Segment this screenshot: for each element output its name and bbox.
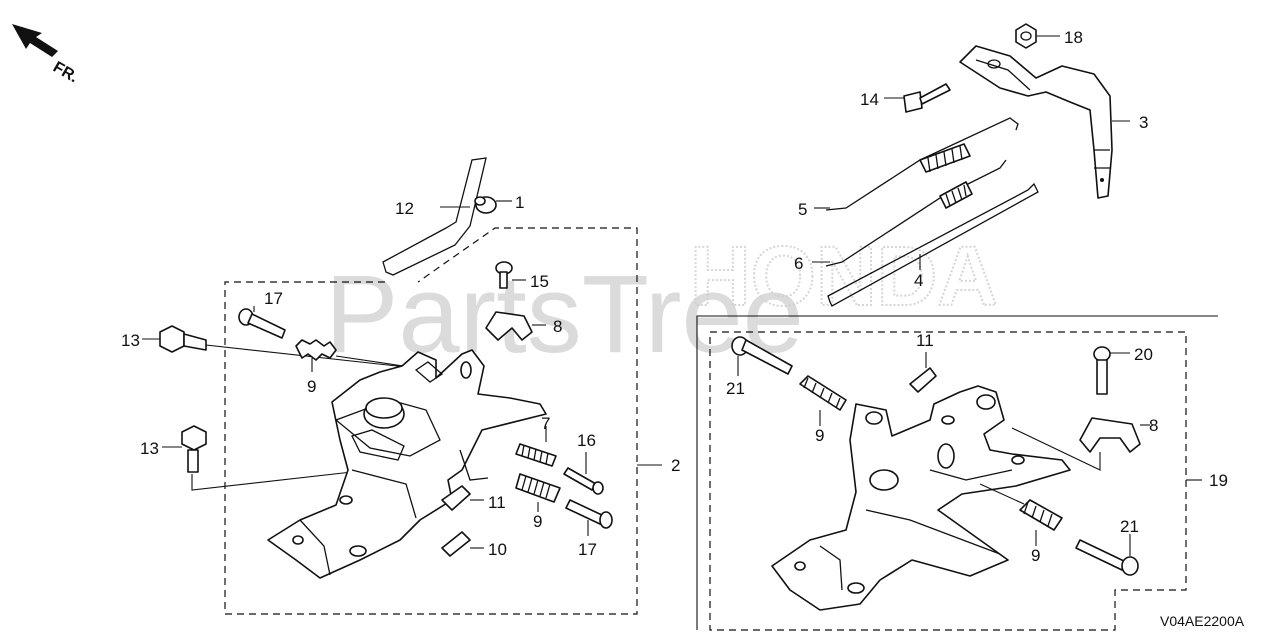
callout-7: 7: [541, 414, 550, 433]
governor-plate-left: [267, 349, 547, 579]
callout-8-left: 8: [553, 317, 562, 336]
callout-8-right: 8: [1149, 416, 1158, 435]
callout-13-top: 13: [121, 331, 140, 350]
bolt-14: [903, 83, 951, 113]
fr-label: FR.: [50, 59, 81, 87]
nut-18: [1015, 23, 1037, 49]
callout-4: 4: [914, 271, 923, 290]
spring-5-wire: [825, 117, 1019, 211]
callout-9-right-top: 9: [815, 426, 824, 445]
assembly-19-boundary: [709, 331, 1187, 631]
right-panel-frame: [696, 315, 1218, 630]
throttle-lever-3: [959, 45, 1113, 199]
bolt-17-top: [238, 308, 286, 339]
callout-17-lower: 17: [578, 540, 597, 559]
spring-6-coil: [939, 181, 973, 209]
bolt-17-lower: [565, 499, 613, 529]
callout-11-right: 11: [916, 331, 934, 350]
front-direction-arrow-icon: [12, 24, 58, 57]
diagram-code: V04AE2200A: [1160, 613, 1245, 629]
callout-9-right-lower: 9: [1031, 546, 1040, 565]
callout-10: 10: [488, 540, 507, 559]
callout-21-lower: 21: [1120, 517, 1139, 536]
callout-21-top: 21: [726, 379, 745, 398]
callout-11-left: 11: [488, 493, 506, 512]
callout-19: 19: [1209, 471, 1228, 490]
callout-14: 14: [860, 90, 879, 109]
assembly-2-boundary: [224, 227, 638, 615]
callout-3: 3: [1139, 113, 1148, 132]
spring-11-right: [909, 367, 937, 393]
callout-12: 12: [395, 199, 414, 218]
governor-plate-right: [771, 385, 1071, 611]
callout-9-center: 9: [533, 512, 542, 531]
spring-6-wire: [825, 159, 1007, 267]
spring-9-right-top: [799, 375, 847, 411]
clip-1: [474, 196, 497, 214]
governor-rod-12: [382, 157, 487, 276]
callout-9-left: 9: [307, 377, 316, 396]
bolt-21-lower: [1075, 539, 1139, 576]
bolt-16: [563, 467, 604, 495]
callout-17-top: 17: [264, 289, 283, 308]
spring-11-left: [441, 485, 471, 511]
callout-20: 20: [1134, 345, 1153, 364]
bolt-13-top: [159, 325, 207, 353]
callout-15: 15: [530, 272, 549, 291]
bolt-15: [495, 261, 513, 289]
callout-18: 18: [1064, 28, 1083, 47]
bolt-13-lower: [181, 425, 207, 473]
callout-5: 5: [798, 200, 807, 219]
spring-9-left: [295, 339, 337, 361]
spring-9-right-lower: [1019, 499, 1063, 531]
partstree-watermark: PartsTree: [325, 253, 804, 376]
bolt-20: [1093, 346, 1111, 395]
bracket-8-right: [1079, 417, 1141, 453]
bracket-8-left: [485, 311, 533, 341]
callout-6: 6: [794, 254, 803, 273]
spring-10: [441, 531, 471, 557]
callout-2: 2: [671, 456, 680, 475]
honda-watermark: HONDA: [690, 229, 998, 323]
callout-1: 1: [515, 193, 524, 212]
callout-16: 16: [577, 431, 596, 450]
callout-13-lower: 13: [140, 439, 159, 458]
bolt-21-top: [731, 336, 793, 375]
control-rod-4: [827, 182, 1039, 307]
spring-9-center: [515, 473, 561, 503]
